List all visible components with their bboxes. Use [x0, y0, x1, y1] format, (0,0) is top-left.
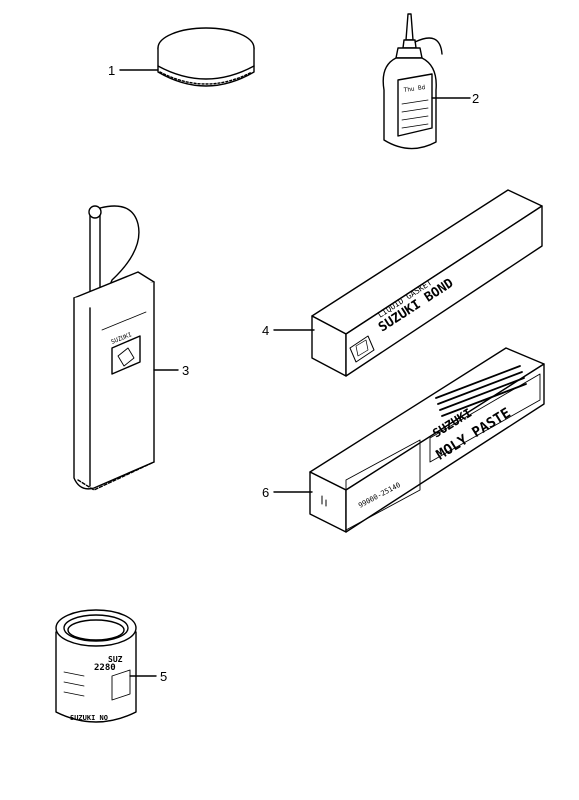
callout-4: 4 — [262, 323, 269, 338]
can-number-label: 2280 — [94, 663, 116, 673]
can-bottom-label: SUZUKI NO — [70, 714, 108, 722]
part-1-cap — [157, 27, 255, 87]
part-3-can — [73, 205, 155, 491]
part-4-bond-box — [311, 189, 543, 377]
part-6-paste-box — [309, 347, 545, 533]
callout-1: 1 — [108, 63, 115, 78]
callout-6: 6 — [262, 485, 269, 500]
callout-2: 2 — [472, 91, 479, 106]
part-2-bottle: Thu Bd — [382, 13, 443, 150]
callouts: 1 2 3 4 5 6 — [108, 63, 479, 684]
can-top-label: SUZ — [108, 655, 123, 664]
part-5-tin — [55, 609, 137, 723]
callout-5: 5 — [160, 669, 167, 684]
callout-3: 3 — [182, 363, 189, 378]
svg-text:Thu Bd: Thu Bd — [403, 84, 426, 94]
